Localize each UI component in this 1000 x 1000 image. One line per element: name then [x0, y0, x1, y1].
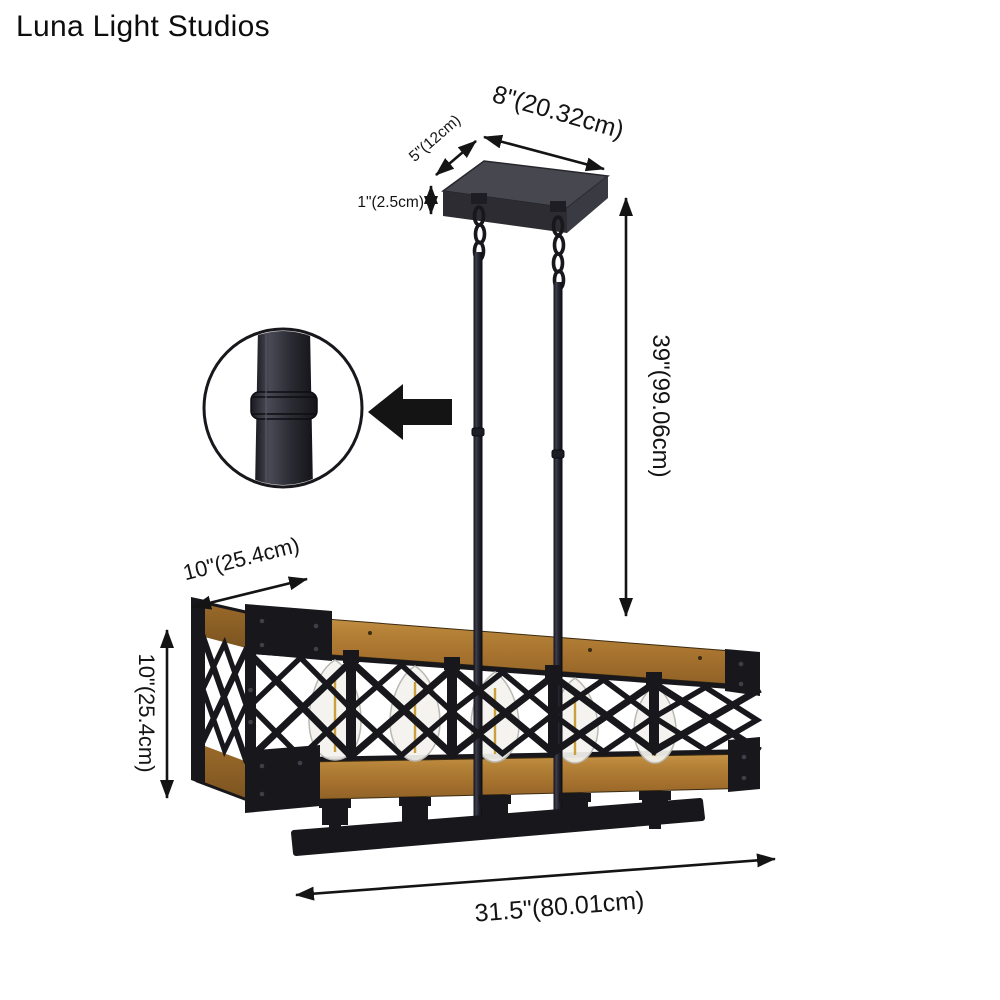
corner-bracket-bottom-right: [728, 737, 760, 792]
front-left-corner-post: [245, 650, 256, 757]
pipe-detail-callout: [202, 327, 452, 489]
dim-canopy-width-arrow: [483, 134, 605, 172]
pipe-coupling: [250, 391, 318, 420]
brand-title: Luna Light Studios: [16, 10, 270, 43]
lattice-panel: [346, 656, 457, 762]
rod-coupler-right: [551, 449, 565, 459]
lattice-panel: [548, 671, 659, 758]
dim-fixture-depth-arrow: [192, 576, 308, 610]
dim-fixture-depth-label: 10"(25.4cm): [180, 532, 302, 585]
post-top-tab: [444, 657, 460, 670]
chain-link: [473, 223, 487, 245]
fixture-left-face: [191, 597, 252, 804]
down-rods: [471, 252, 565, 818]
lattice-panel: [346, 661, 457, 759]
lattice-post: [447, 668, 457, 755]
lattice-panel: [648, 684, 763, 754]
lattice-panel: [447, 668, 558, 758]
corner-bracket-top-right: [725, 649, 760, 696]
corner-bracket-bottom-left: [245, 745, 320, 813]
dim-drop-height-label: 39"(99.06cm): [647, 334, 674, 477]
chain-link: [551, 252, 565, 274]
screw-head: [698, 656, 702, 660]
lattice-panel: [548, 676, 659, 756]
dim-canopy-width-label: 8"(20.32cm): [489, 80, 627, 144]
dim-fixture-width-label: 31.5"(80.01cm): [473, 886, 645, 927]
detail-pointer-arrow-icon: [368, 384, 452, 440]
rod-left: [473, 252, 483, 818]
lattice-panel: [245, 649, 356, 763]
left-corner-post: [191, 597, 205, 785]
post-top-tab: [545, 665, 561, 678]
lattice-panel: [649, 678, 762, 756]
lattice-post: [548, 675, 558, 753]
lattice-post: [346, 660, 356, 757]
detail-pipe: [250, 331, 318, 485]
suspension-chains: [472, 205, 566, 291]
front-lattice: [245, 604, 763, 813]
socket-rail: [291, 791, 705, 856]
left-lattice-x: [199, 633, 250, 764]
lattice-panel: [447, 663, 558, 760]
left-bottom-rail: [197, 743, 250, 801]
lattice-post: [649, 683, 659, 751]
left-edge-bracket: [191, 723, 204, 745]
chain-link: [552, 234, 566, 256]
bottom-bar: [291, 798, 705, 856]
left-top-rail: [197, 601, 250, 649]
screw-head: [368, 631, 372, 635]
rod-coupler-left: [471, 427, 485, 437]
post-top-tab: [646, 672, 662, 685]
dim-canopy-thickness-label: 1"(2.5cm): [357, 194, 424, 211]
bracket-rivets: [248, 618, 747, 797]
canopy-side-face: [567, 176, 608, 233]
post-top-tab: [343, 650, 359, 663]
left-edge-bracket: [191, 655, 204, 677]
dim-fixture-width-arrow: [295, 853, 776, 901]
dim-canopy-depth-arrow: [435, 140, 477, 176]
dim-fixture-height-label: 10"(25.4cm): [134, 653, 159, 772]
rod-right: [553, 282, 563, 811]
canopy-hanger-right: [550, 201, 566, 212]
canopy-hanger-left: [471, 193, 487, 204]
screw-head: [588, 648, 592, 652]
ceiling-canopy-plate: [441, 160, 610, 233]
corner-bracket-top-left: [245, 604, 332, 661]
left-lattice-diamond: [200, 636, 249, 758]
